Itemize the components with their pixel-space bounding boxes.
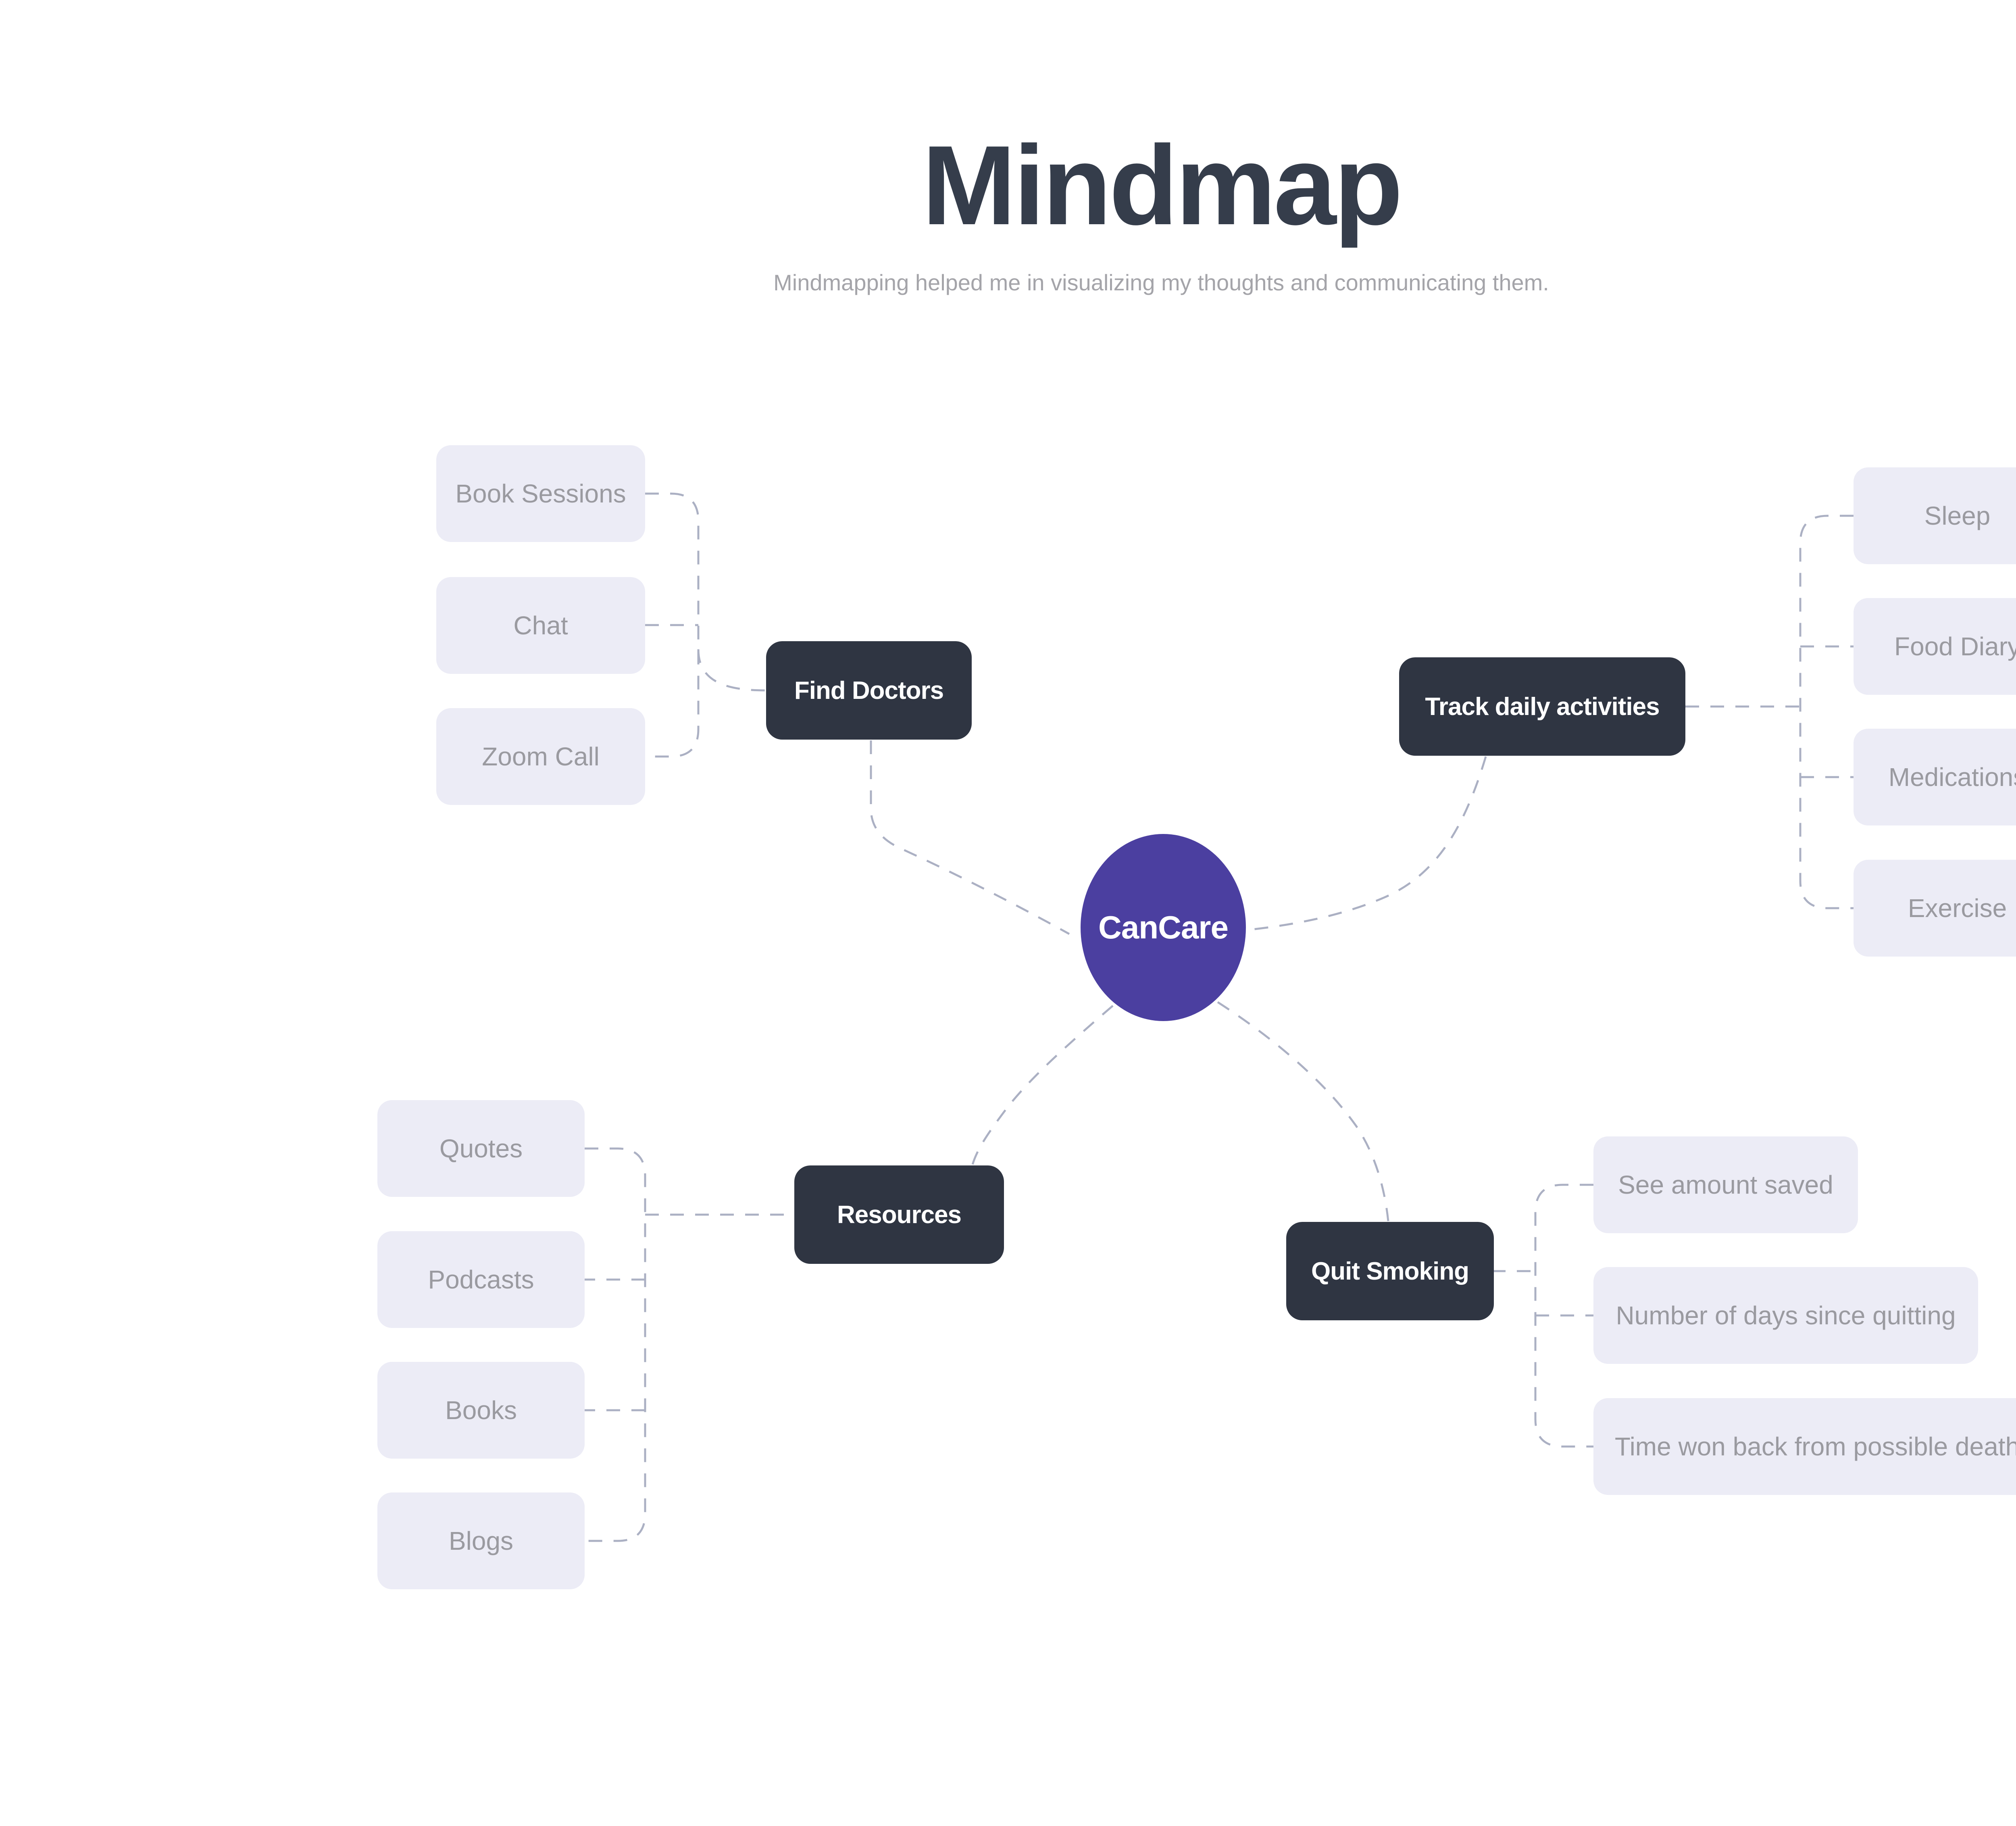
leaf-food-diary: Food Diary — [1854, 598, 2016, 695]
leaf-time-won-back-from-possible-death: Time won back from possible death — [1593, 1398, 2016, 1495]
branch-node-quit-smoking: Quit Smoking — [1286, 1222, 1494, 1320]
leaf-exercise: Exercise — [1854, 860, 2016, 957]
connector-resources-to-center — [971, 1005, 1114, 1165]
leaf-medications: Medications — [1854, 729, 2016, 825]
connector-resources-spine — [585, 1147, 646, 1542]
leaf-blogs: Blogs — [377, 1492, 585, 1589]
connector-quit-to-center — [1217, 1001, 1389, 1222]
leaf-book-sessions: Book Sessions — [436, 445, 645, 542]
connector-track-to-center — [1247, 756, 1487, 931]
connector-find-doctors-spine — [645, 492, 700, 758]
leaf-sleep: Sleep — [1854, 467, 2016, 564]
page-title: Mindmap — [922, 123, 1403, 248]
connector-find-doctors-to-center — [870, 740, 1070, 935]
leaf-quotes: Quotes — [377, 1100, 585, 1197]
leaf-podcasts: Podcasts — [377, 1231, 585, 1328]
connector-track-spine — [1799, 515, 1854, 909]
branch-node-resources: Resources — [794, 1165, 1004, 1264]
leaf-see-amount-saved: See amount saved — [1593, 1136, 1858, 1233]
connector-find-doctors-branch — [697, 649, 766, 692]
branch-node-find-doctors: Find Doctors — [766, 641, 972, 740]
central-node-cancare: CanCare — [1081, 834, 1246, 1021]
leaf-chat: Chat — [436, 577, 645, 674]
branch-node-track-daily-activities: Track daily activities — [1399, 657, 1685, 756]
leaf-books: Books — [377, 1362, 585, 1459]
leaf-zoom-call: Zoom Call — [436, 708, 645, 805]
page-subtitle: Mindmapping helped me in visualizing my … — [773, 270, 1549, 295]
leaf-number-of-days-since-quitting: Number of days since quitting — [1593, 1267, 1978, 1364]
